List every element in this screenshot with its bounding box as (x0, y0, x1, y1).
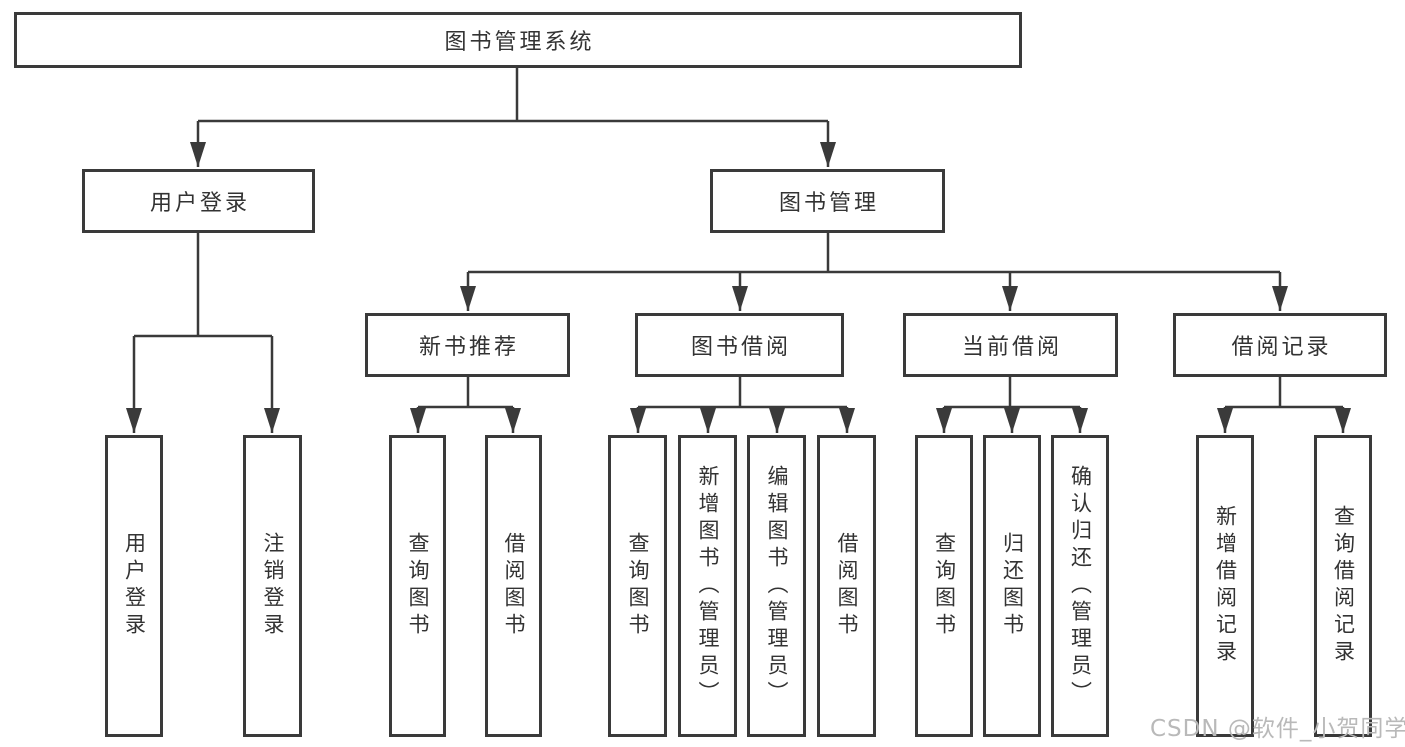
node-new-book-recommend: 新书推荐 (365, 313, 570, 377)
leaf-logout-label: 注销登录 (261, 532, 285, 640)
node-root-system: 图书管理系统 (14, 12, 1022, 68)
node-book-borrow: 图书借阅 (635, 313, 844, 377)
leaf-query-books-recommend: 查询图书 (389, 435, 446, 737)
node-book-management-label: 图书管理 (778, 191, 879, 216)
leaf-borrow-books-recommend: 借阅图书 (485, 435, 542, 737)
leaf-user-login-label: 用户登录 (122, 532, 147, 640)
node-new-book-recommend-label: 新书推荐 (418, 335, 519, 360)
node-borrow-records: 借阅记录 (1173, 313, 1387, 377)
node-user-login: 用户登录 (82, 169, 315, 233)
node-user-login-label: 用户登录 (149, 191, 250, 216)
leaf-return-books-label: 归还图书 (1000, 532, 1025, 640)
node-book-borrow-label: 图书借阅 (690, 335, 791, 360)
csdn-watermark: CSDN @软件_小贺同学 (1150, 716, 1405, 742)
node-current-borrow: 当前借阅 (903, 313, 1118, 377)
leaf-confirm-return-admin-label: 确认归还（管理员） (1068, 464, 1093, 708)
leaf-add-book-admin-label: 新增图书（管理员） (696, 464, 720, 708)
leaf-logout: 注销登录 (243, 435, 302, 737)
leaf-borrow-books-recommend-label: 借阅图书 (502, 532, 526, 640)
node-root-label: 图书管理系统 (444, 30, 595, 55)
leaf-query-borrow-record-label: 查询借阅记录 (1331, 505, 1356, 667)
node-current-borrow-label: 当前借阅 (961, 335, 1062, 360)
leaf-query-books-recommend-label: 查询图书 (406, 532, 430, 640)
leaf-add-book-admin: 新增图书（管理员） (678, 435, 737, 737)
leaf-borrow-books-label: 借阅图书 (835, 532, 859, 640)
node-book-management: 图书管理 (710, 169, 945, 233)
leaf-add-borrow-record: 新增借阅记录 (1196, 435, 1254, 737)
node-borrow-records-label: 借阅记录 (1231, 335, 1332, 360)
leaf-edit-book-admin: 编辑图书（管理员） (747, 435, 806, 737)
leaf-borrow-books: 借阅图书 (817, 435, 876, 737)
leaf-query-books-current-label: 查询图书 (932, 532, 957, 640)
leaf-query-books-borrow: 查询图书 (608, 435, 667, 737)
leaf-edit-book-admin-label: 编辑图书（管理员） (765, 464, 789, 708)
leaf-query-books-current: 查询图书 (915, 435, 973, 737)
leaf-confirm-return-admin: 确认归还（管理员） (1051, 435, 1109, 737)
leaf-query-borrow-record: 查询借阅记录 (1314, 435, 1372, 737)
leaf-user-login: 用户登录 (105, 435, 163, 737)
leaf-return-books: 归还图书 (983, 435, 1041, 737)
leaf-query-books-borrow-label: 查询图书 (626, 532, 650, 640)
leaf-add-borrow-record-label: 新增借阅记录 (1213, 505, 1238, 667)
